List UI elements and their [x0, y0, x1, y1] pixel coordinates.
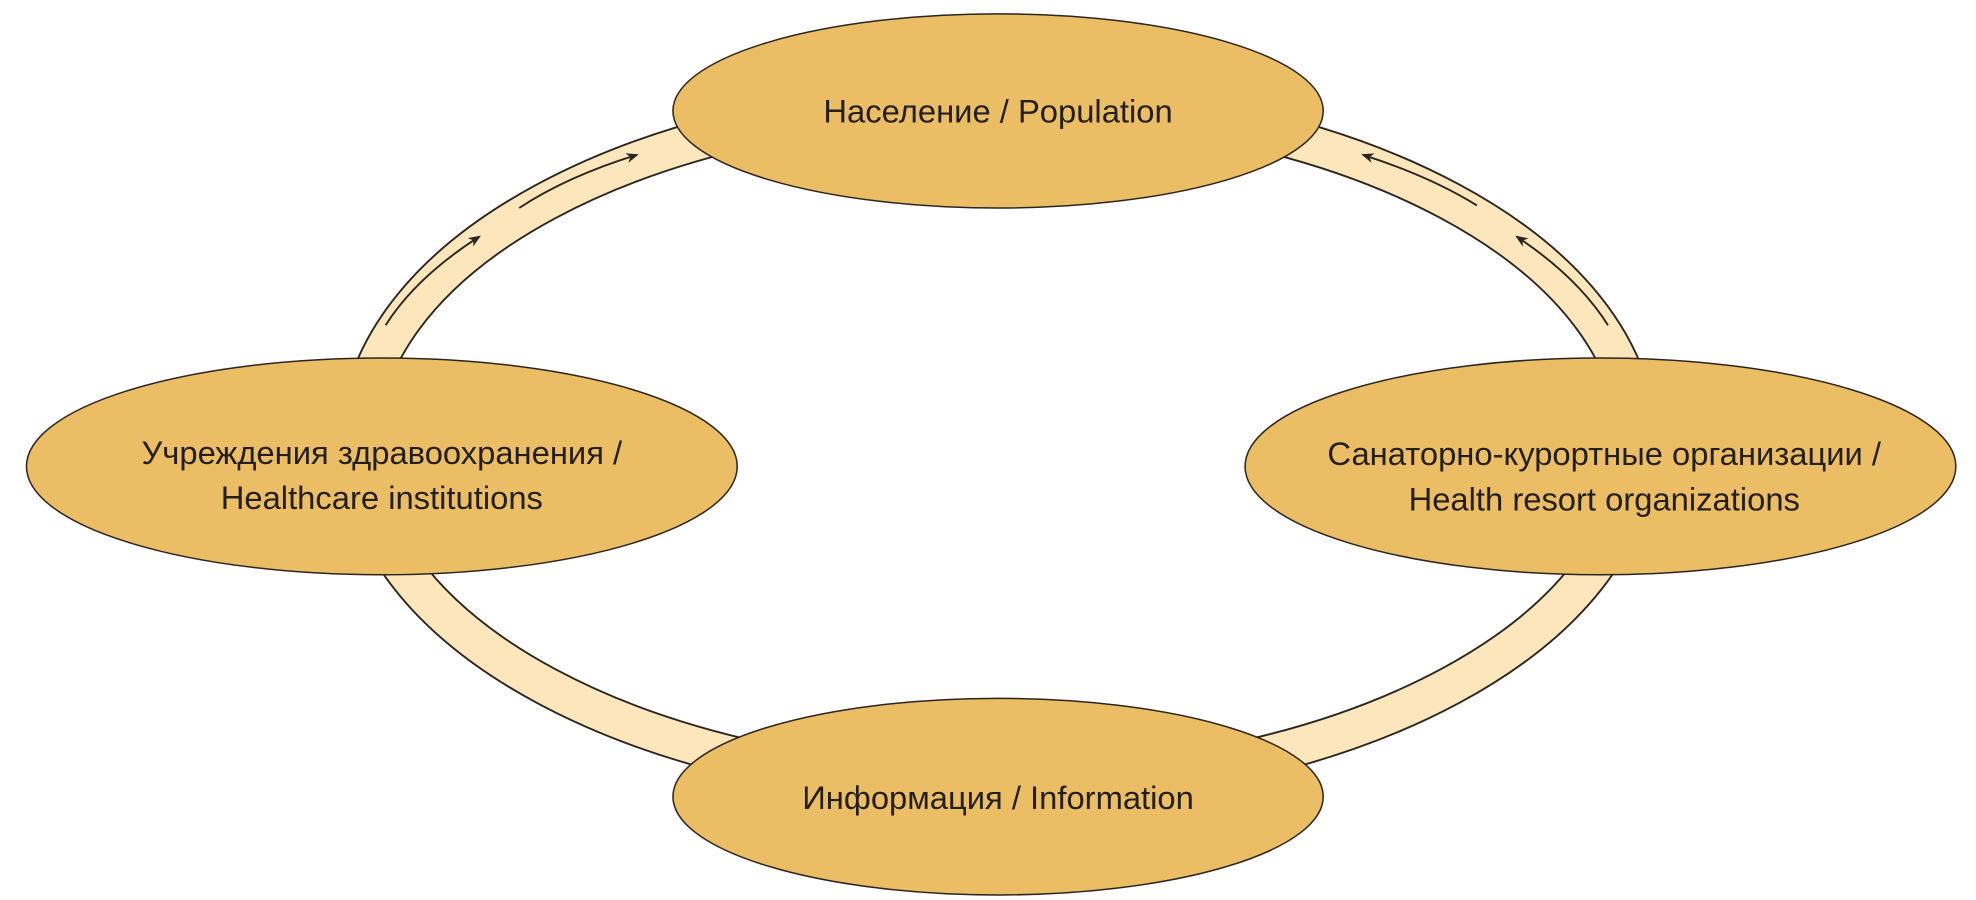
node-label: Учреждения здравоохранения /: [142, 434, 624, 471]
node-information: Информация / Information: [672, 697, 1324, 896]
node-healthcare: Учреждения здравоохранения / Healthcare …: [25, 357, 738, 576]
node-label: Информация / Information: [802, 779, 1194, 816]
arrow-icon: [1361, 153, 1478, 207]
node-label: Healthcare institutions: [221, 479, 543, 516]
arrow-icon: [384, 235, 482, 326]
node-label: Население / Population: [823, 92, 1172, 129]
node-label: Санаторно-курортные организации /: [1327, 435, 1881, 472]
node-population: Население / Population: [672, 13, 1324, 209]
node-resorts: Санаторно-курортные организации / Health…: [1244, 357, 1957, 576]
node-label: Health resort organizations: [1409, 481, 1800, 518]
arrow-icon: [518, 153, 639, 209]
flow-arrows: [384, 153, 1609, 326]
arrow-icon: [1515, 235, 1609, 326]
